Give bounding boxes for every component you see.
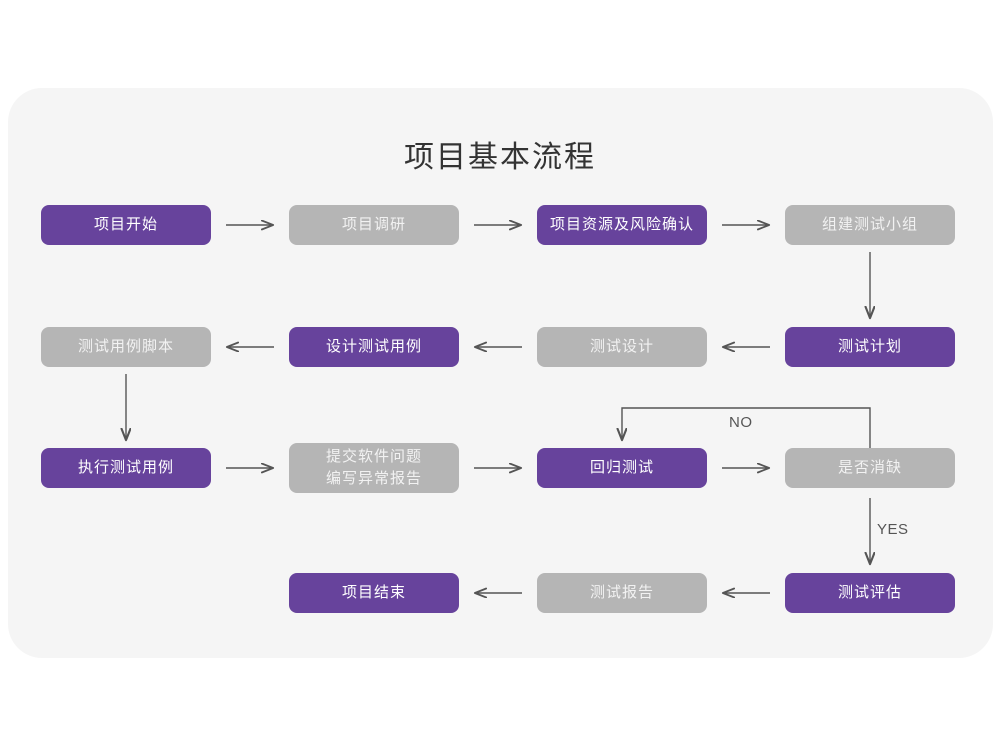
node-resource-risk-confirm[interactable]: 项目资源及风险确认 — [537, 205, 707, 245]
node-test-design[interactable]: 测试设计 — [537, 327, 707, 367]
node-test-plan[interactable]: 测试计划 — [785, 327, 955, 367]
node-project-start[interactable]: 项目开始 — [41, 205, 211, 245]
node-test-evaluation[interactable]: 测试评估 — [785, 573, 955, 613]
node-submit-issues-report[interactable]: 提交软件问题 编写异常报告 — [289, 443, 459, 493]
node-project-research[interactable]: 项目调研 — [289, 205, 459, 245]
node-project-end[interactable]: 项目结束 — [289, 573, 459, 613]
node-test-report[interactable]: 测试报告 — [537, 573, 707, 613]
node-test-case-scripts[interactable]: 测试用例脚本 — [41, 327, 211, 367]
flowchart-card — [8, 88, 993, 658]
node-execute-test-cases[interactable]: 执行测试用例 — [41, 448, 211, 488]
edge-label-no: NO — [729, 414, 753, 431]
page-title: 项目基本流程 — [404, 141, 596, 174]
node-build-test-team[interactable]: 组建测试小组 — [785, 205, 955, 245]
node-regression-test[interactable]: 回归测试 — [537, 448, 707, 488]
node-design-test-cases[interactable]: 设计测试用例 — [289, 327, 459, 367]
node-defects-cleared-decision[interactable]: 是否消缺 — [785, 448, 955, 488]
edge-label-yes: YES — [877, 521, 909, 538]
